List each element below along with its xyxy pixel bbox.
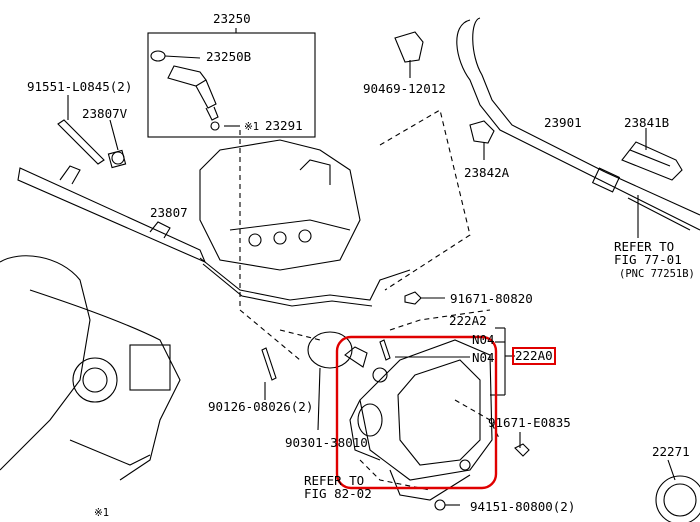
engine-block-drawing — [199, 139, 361, 271]
injector-detail-box — [147, 32, 316, 138]
label-23250b[interactable]: 23250B — [206, 49, 252, 64]
bolt-91671-e0835-drawing — [514, 443, 530, 457]
label-90126[interactable]: 90126-08026(2) — [208, 399, 314, 414]
actuator-assembly-drawing — [344, 339, 493, 501]
label-94151[interactable]: 94151-80800(2) — [470, 499, 576, 514]
bolt-91551-drawing — [57, 119, 105, 165]
refer-fig-77-line2[interactable]: FIG 77-01 — [614, 252, 682, 267]
bolt-91671-80820-drawing — [404, 291, 422, 305]
label-23807v[interactable]: 23807V — [82, 106, 128, 121]
intake-manifold-drawing — [0, 255, 181, 481]
label-23841b[interactable]: 23841B — [624, 115, 670, 130]
label-222a2[interactable]: 222A2 — [449, 313, 487, 328]
bolt-94151-drawing — [434, 499, 446, 511]
clamp-23842a-drawing — [469, 120, 495, 144]
connector-23841b-drawing — [621, 141, 683, 181]
stud-90126-drawing — [261, 347, 277, 381]
bottom-mark: ※1 — [94, 507, 110, 519]
refer-fig-82-line2[interactable]: FIG 82-02 — [304, 486, 372, 501]
hose-23901-drawing — [456, 17, 700, 231]
label-91671-80820[interactable]: 91671-80820 — [450, 291, 533, 306]
label-23842a[interactable]: 23842A — [464, 165, 510, 180]
part-22271-drawing — [655, 459, 700, 522]
label-22271[interactable]: 22271 — [652, 444, 690, 459]
label-23291-mark: ※1 — [244, 121, 260, 133]
label-n04-a[interactable]: N04 — [472, 332, 495, 347]
label-222a0[interactable]: 222A0 — [512, 347, 556, 365]
label-23250[interactable]: 23250 — [213, 11, 251, 26]
label-n04-b[interactable]: N04 — [472, 350, 495, 365]
label-90301[interactable]: 90301-38010 — [285, 435, 368, 450]
label-90469[interactable]: 90469-12012 — [363, 81, 446, 96]
label-23291[interactable]: 23291 — [265, 118, 303, 133]
refer-fig-77-line1[interactable]: REFER TO — [614, 239, 675, 254]
refer-fig-82-line1[interactable]: REFER TO — [304, 473, 365, 488]
clamp-90469-drawing — [394, 31, 424, 63]
refer-fig-77-line3[interactable]: (PNC 77251B) — [619, 268, 695, 280]
label-91671-e0835[interactable]: 91671-E0835 — [488, 415, 571, 430]
highlight-region-box — [335, 335, 498, 490]
label-23901[interactable]: 23901 — [544, 115, 582, 130]
label-23807[interactable]: 23807 — [150, 205, 188, 220]
label-91551[interactable]: 91551-L0845(2) — [27, 79, 133, 94]
